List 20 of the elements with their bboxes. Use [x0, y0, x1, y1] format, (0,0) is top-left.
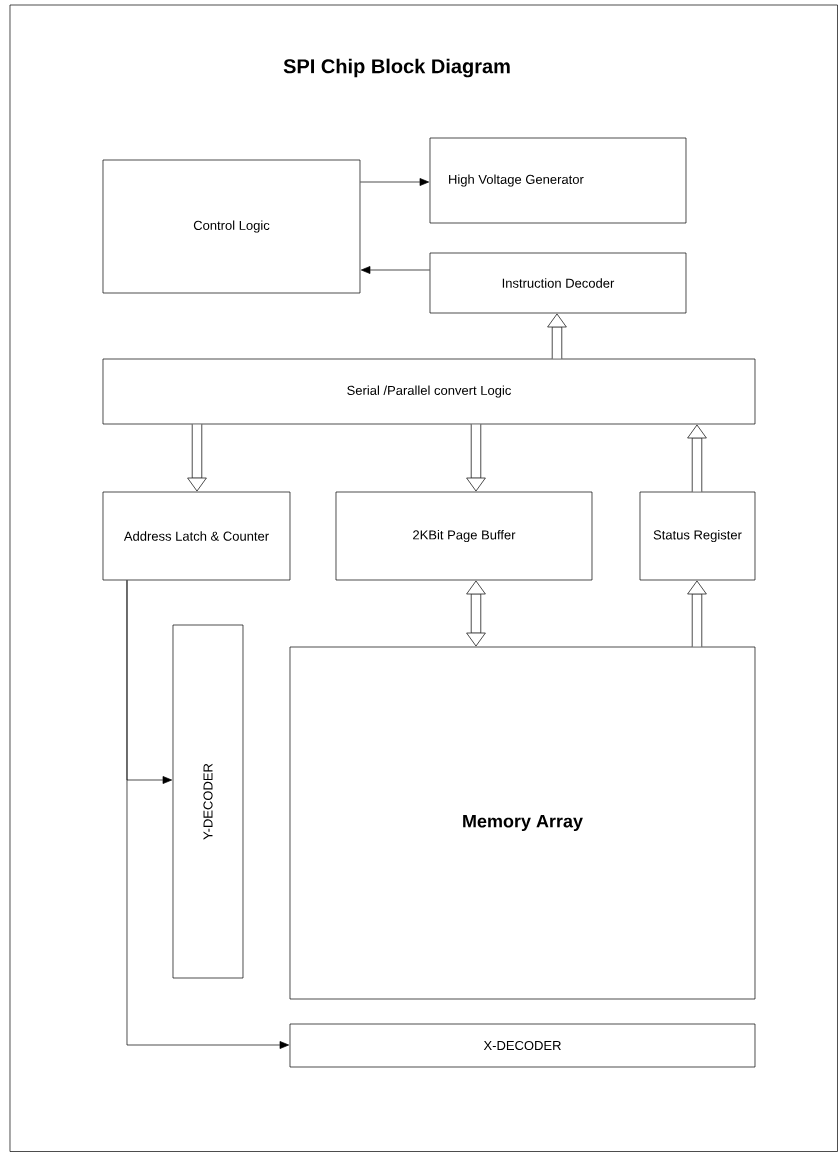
block-box: High Voltage Generator: [429, 137, 687, 224]
bus-arrow: [466, 580, 486, 647]
block-box: X-DECODER: [289, 1023, 756, 1068]
block-box: Memory Array: [289, 646, 756, 1000]
bus-arrow: [687, 424, 707, 492]
bus-arrow: [687, 580, 707, 647]
block-box: Y-DECODER: [172, 624, 244, 979]
block-box: Serial /Parallel convert Logic: [102, 358, 756, 425]
block-box: Control Logic: [102, 159, 361, 294]
bus-arrow: [547, 313, 567, 359]
block-box: Instruction Decoder: [429, 252, 687, 314]
block-box: Status Register: [639, 491, 756, 581]
bus-arrow: [187, 424, 207, 492]
block-box: 2KBit Page Buffer: [335, 491, 593, 581]
arrow: [360, 178, 430, 186]
block-box: Address Latch & Counter: [102, 491, 291, 581]
arrow: [126, 580, 290, 1049]
bus-arrow: [466, 424, 486, 492]
title: SPI Chip Block Diagram: [283, 58, 510, 78]
arrow: [360, 266, 430, 274]
